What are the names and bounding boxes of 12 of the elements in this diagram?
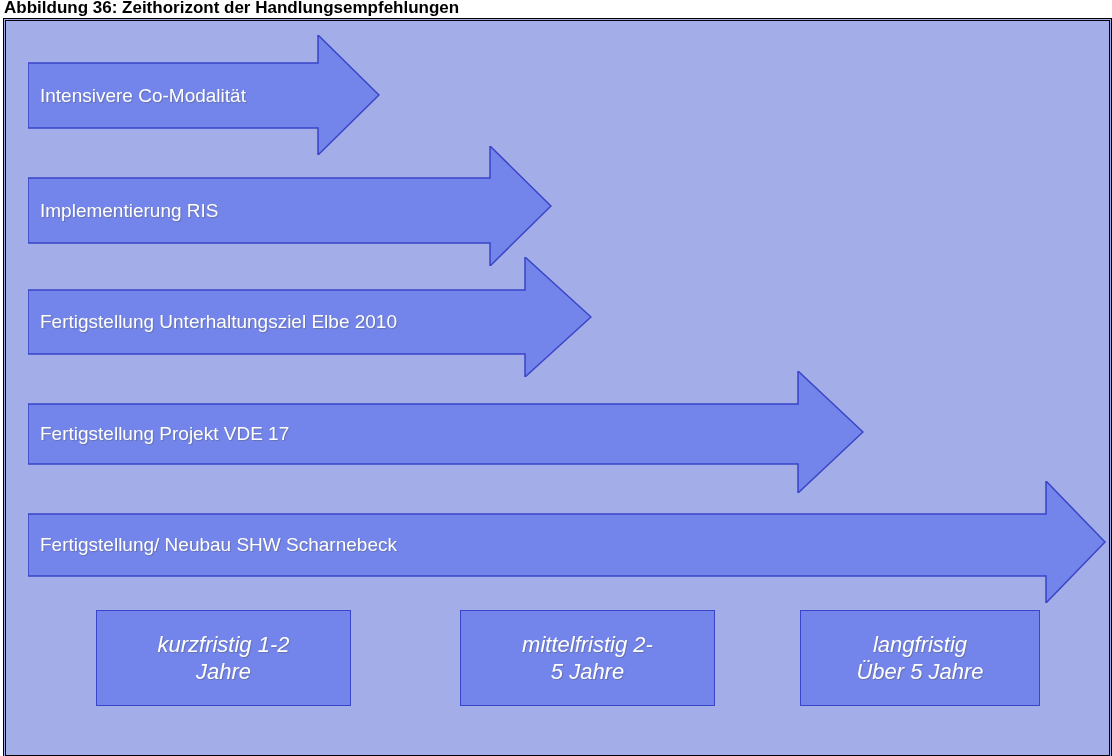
timeframe-label: mittelfristig 2-5 Jahre — [521, 630, 654, 686]
timeframe-label: kurzfristig 1-2 Jahre — [156, 630, 291, 686]
timeframe-label: langfristig Über 5 Jahre — [855, 630, 985, 686]
arrow-label: Fertigstellung/ Neubau SHW Scharnebeck — [40, 534, 397, 556]
arrow-label: Fertigstellung Projekt VDE 17 — [40, 423, 290, 445]
timeframe-box — [800, 610, 1040, 706]
arrow-label: Fertigstellung Unterhaltungsziel Elbe 2010 — [40, 311, 397, 333]
figure-title: Abbildung 36: Zeithorizont der Handlungsempfehlungen — [4, 0, 460, 18]
arrow-label: Implementierung RIS — [40, 199, 219, 222]
arrow-label: Intensivere Co-Modalität — [40, 84, 246, 107]
timeframe-box — [460, 610, 715, 706]
timeframe-box — [96, 610, 351, 706]
